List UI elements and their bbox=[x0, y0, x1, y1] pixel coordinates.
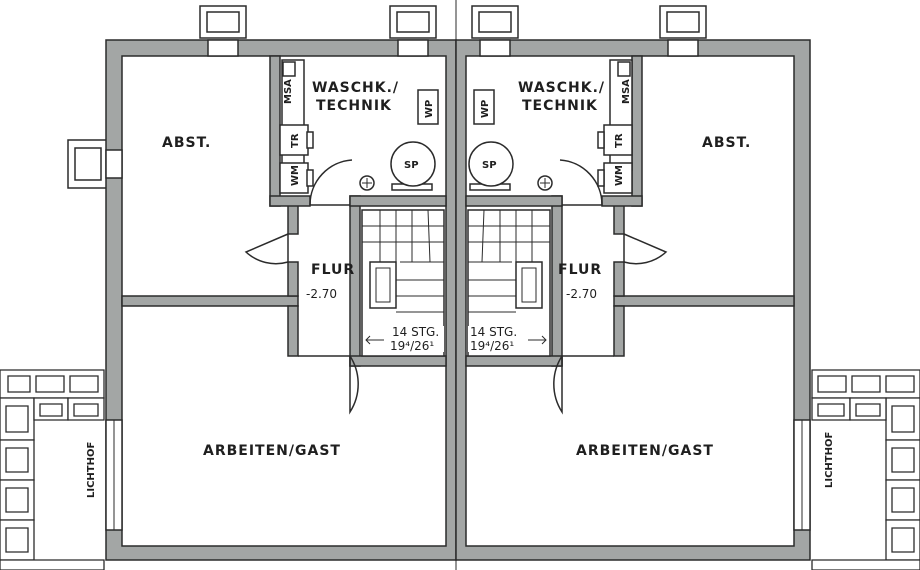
fixture-wp-right: WP bbox=[473, 89, 495, 125]
fixture-wp-left: WP bbox=[417, 89, 439, 125]
svg-text:MSA: MSA bbox=[283, 79, 294, 104]
fixture-wm-left: WM bbox=[279, 162, 314, 194]
label-level-right: -2.70 bbox=[566, 287, 597, 301]
label-hall-left: FLUR bbox=[311, 262, 355, 278]
svg-text:WP: WP bbox=[480, 100, 491, 118]
window-side-left bbox=[67, 139, 109, 189]
label-storage-right: ABST. bbox=[702, 135, 751, 151]
floor-drain-left bbox=[359, 175, 375, 191]
label-work-guest-right: ARBEITEN/GAST bbox=[576, 443, 714, 459]
stair-right: 14 STG. 19⁴/26¹ bbox=[467, 209, 551, 357]
left-unit: MSA TR WM WP SP bbox=[0, 5, 457, 570]
fixture-sp-left: SP bbox=[390, 141, 436, 191]
fixture-msa-right: MSA bbox=[617, 61, 632, 104]
door-hall-left bbox=[298, 355, 359, 415]
wall-storage-laundry bbox=[269, 55, 281, 207]
svg-text:WM: WM bbox=[290, 165, 301, 186]
window-top-left-1 bbox=[199, 5, 247, 39]
label-storage-left: ABST. bbox=[162, 135, 211, 151]
lightwell-stones-right bbox=[811, 369, 920, 570]
svg-text:SP: SP bbox=[482, 160, 497, 171]
svg-text:WP: WP bbox=[424, 100, 435, 118]
label-lightwell-right: LICHTHOF bbox=[824, 432, 835, 488]
fixture-msa-left: MSA bbox=[282, 61, 296, 104]
svg-text:MSA: MSA bbox=[621, 79, 632, 104]
door-storage-left bbox=[244, 233, 289, 265]
door-hall-right bbox=[553, 355, 614, 415]
label-work-guest-left: ARBEITEN/GAST bbox=[203, 443, 341, 459]
wall-stair-bottom-right bbox=[465, 355, 563, 367]
door-laundry-left bbox=[309, 159, 353, 206]
wall-laundry-bottom bbox=[269, 195, 311, 207]
wall-hall-right bbox=[613, 203, 625, 235]
label-laundry-right-1: WASCHK./ bbox=[518, 80, 605, 96]
svg-text:SP: SP bbox=[404, 160, 419, 171]
svg-text:14 STG.: 14 STG. bbox=[470, 325, 517, 339]
label-level-left: -2.70 bbox=[306, 287, 337, 301]
fixture-tr-right: TR bbox=[597, 124, 633, 156]
wall-stair-left bbox=[349, 195, 361, 367]
stair-left: 14 STG. 19⁴/26¹ bbox=[361, 209, 445, 357]
fixture-tr-left: TR bbox=[279, 124, 314, 156]
fixture-sp-right: SP bbox=[468, 141, 514, 191]
label-lightwell-left: LICHTHOF bbox=[86, 442, 97, 498]
right-unit: MSA TR WM WP SP bbox=[455, 5, 920, 570]
wall-stair-bottom bbox=[349, 355, 447, 367]
wall-laundry-stair-right bbox=[465, 195, 563, 207]
lightwell-stones-left bbox=[0, 369, 105, 570]
svg-text:14 STG.: 14 STG. bbox=[392, 325, 439, 339]
svg-text:TR: TR bbox=[290, 133, 301, 148]
wall-hall-left bbox=[287, 203, 299, 235]
wall-stair-right bbox=[551, 195, 563, 367]
svg-text:TR: TR bbox=[614, 133, 625, 148]
wall-laundry-stair bbox=[349, 195, 447, 207]
wall-storage-bottom bbox=[121, 295, 299, 307]
wall-laundry-bottom-right bbox=[601, 195, 643, 207]
door-laundry-right bbox=[559, 159, 603, 206]
window-top-right-2 bbox=[659, 5, 707, 39]
label-laundry-left-2: TECHNIK bbox=[316, 98, 392, 114]
window-top-left-2 bbox=[389, 5, 437, 39]
door-storage-right bbox=[623, 233, 668, 265]
floor-drain-right bbox=[537, 175, 553, 191]
svg-text:19⁴/26¹: 19⁴/26¹ bbox=[470, 339, 514, 353]
svg-text:19⁴/26¹: 19⁴/26¹ bbox=[390, 339, 434, 353]
window-top-right-1 bbox=[471, 5, 519, 39]
wall-storage-bottom-right bbox=[613, 295, 795, 307]
label-laundry-left-1: WASCHK./ bbox=[312, 80, 399, 96]
label-hall-right: FLUR bbox=[558, 262, 602, 278]
fixture-wm-right: WM bbox=[597, 162, 633, 194]
label-laundry-right-2: TECHNIK bbox=[522, 98, 598, 114]
svg-text:WM: WM bbox=[614, 165, 625, 186]
wall-storage-laundry-right bbox=[631, 55, 643, 207]
